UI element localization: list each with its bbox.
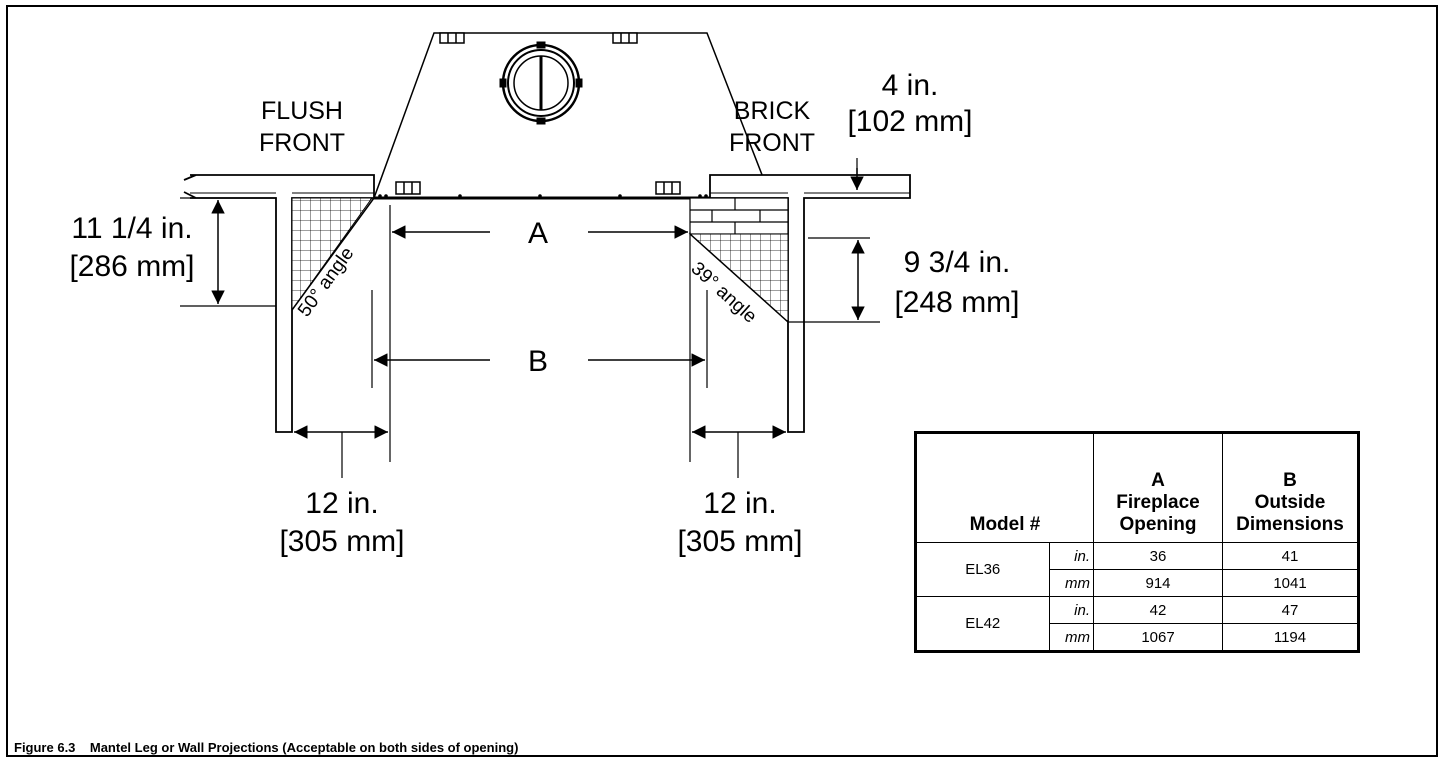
table-header-row: Model # A Fireplace Opening B Outside Di… [915, 432, 1359, 543]
table-row: EL42 in. 42 47 [915, 596, 1359, 652]
brick-front-label: BRICK FRONT [712, 95, 832, 159]
unit-cell: in. [1048, 596, 1094, 624]
right-angle-line [689, 233, 789, 323]
header-b-line3: Dimensions [1236, 514, 1344, 535]
left-angle-line [291, 197, 375, 311]
a-value-cell: 914 [1093, 569, 1223, 597]
right-dimension-label: 9 3/4 in. [248 mm] [872, 243, 1042, 323]
table-row: mm 1067 1194 [916, 623, 1359, 652]
b-value-cell: 47 [1222, 596, 1359, 624]
b-value-cell: 1194 [1222, 623, 1359, 652]
table-row: mm 914 1041 [916, 569, 1359, 597]
top-dim-in: 4 in. [881, 69, 939, 102]
bottom-right-dimension-label: 12 in. [305 mm] [650, 485, 830, 561]
bottom-right-in: 12 in. [703, 487, 777, 520]
model-cell: EL36 [915, 542, 1050, 597]
flush-front-label: FLUSH FRONT [242, 95, 362, 159]
left-dim-mm: [286 mm] [69, 250, 195, 283]
unit-cell: mm [1048, 569, 1094, 597]
brackets [395, 32, 681, 195]
dimension-arrows [211, 168, 865, 439]
bottom-left-dimension-label: 12 in. [305 mm] [252, 485, 432, 561]
figure-caption: Figure 6.3 Mantel Leg or Wall Projection… [14, 740, 518, 755]
right-dim-in: 9 3/4 in. [903, 246, 1011, 279]
header-model: Model # [915, 432, 1094, 543]
header-a: A Fireplace Opening [1093, 432, 1223, 543]
unit-cell: mm [1048, 623, 1094, 652]
a-value-cell: 36 [1093, 542, 1223, 570]
bottom-left-in: 12 in. [305, 487, 379, 520]
header-b-line1: B [1283, 470, 1297, 491]
top-dim-mm: [102 mm] [847, 105, 973, 138]
flush-front-line2: FRONT [258, 129, 346, 157]
brick-front-line1: BRICK [733, 97, 811, 125]
right-dim-mm: [248 mm] [894, 286, 1020, 319]
left-dimension-label: 11 1/4 in. [286 mm] [52, 210, 212, 286]
model-cell: EL42 [915, 596, 1050, 652]
unit-cell: in. [1048, 542, 1094, 570]
header-b-line2: Outside [1254, 492, 1326, 513]
a-value-cell: 1067 [1093, 623, 1223, 652]
dimension-table: Model # A Fireplace Opening B Outside Di… [914, 431, 1360, 653]
bottom-right-mm: [305 mm] [677, 525, 803, 558]
flush-front-line1: FLUSH [261, 97, 343, 125]
bottom-left-mm: [305 mm] [279, 525, 405, 558]
header-a-line2: Fireplace [1116, 492, 1200, 513]
brick-front [689, 197, 789, 235]
fireplace-unit [372, 32, 773, 200]
vent-collar [499, 41, 583, 125]
brick-front-line2: FRONT [728, 129, 816, 157]
header-a-line1: A [1151, 470, 1165, 491]
left-dim-in: 11 1/4 in. [71, 212, 193, 245]
a-value-cell: 42 [1093, 596, 1223, 624]
figure-title: Mantel Leg or Wall Projections (Acceptab… [89, 740, 519, 755]
dimension-a-label: A [528, 217, 549, 250]
header-a-line3: Opening [1119, 514, 1197, 535]
extension-lines [180, 158, 880, 478]
top-dimension-label: 4 in. [102 mm] [830, 68, 990, 140]
table-row: EL36 in. 36 41 [915, 542, 1359, 597]
dimension-b-label: B [528, 345, 549, 378]
b-value-cell: 1041 [1222, 569, 1359, 597]
b-value-cell: 41 [1222, 542, 1359, 570]
figure-number: Figure 6.3 [14, 740, 76, 755]
header-b: B Outside Dimensions [1222, 432, 1359, 543]
